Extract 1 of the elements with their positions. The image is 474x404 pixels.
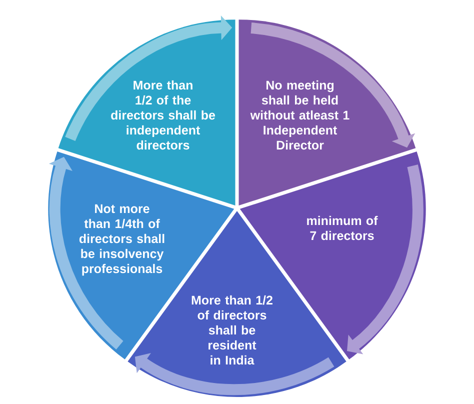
arc-arrow bbox=[347, 164, 424, 354]
